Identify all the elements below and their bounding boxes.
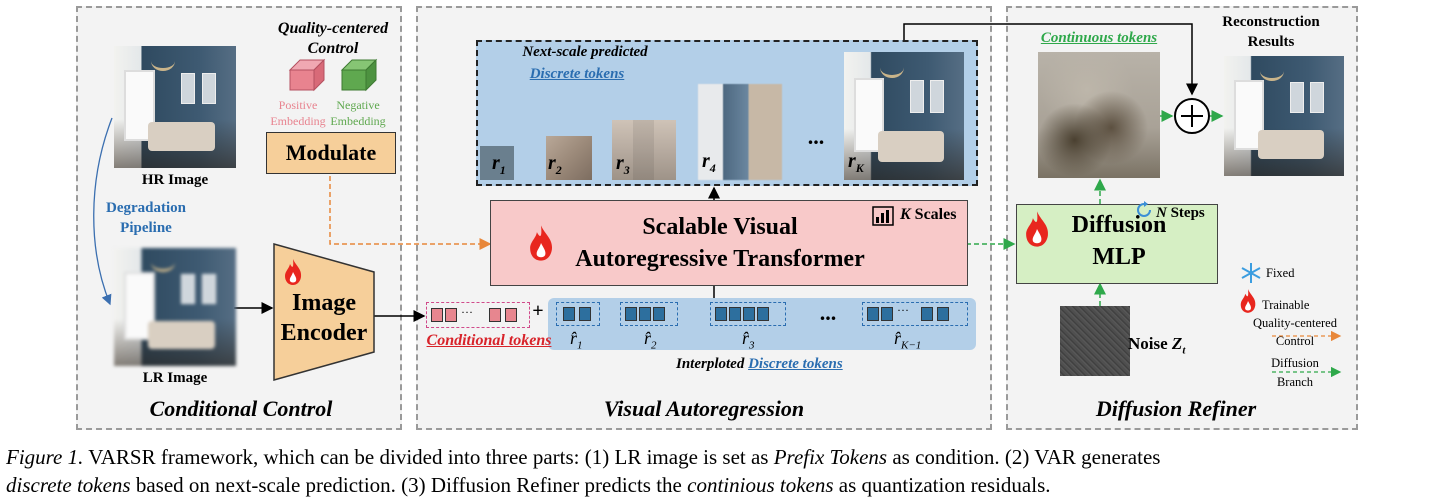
positive-embedding-icon: [288, 58, 326, 92]
trainable-flame-icon: [285, 259, 302, 285]
encoder-label-1: Image: [292, 290, 356, 316]
add-icon: [1174, 98, 1210, 134]
conditional-tokens-label: Conditional tokens: [426, 332, 552, 349]
negative-embedding-label-2: Embedding: [330, 114, 386, 128]
noise-label: Noise Zt: [1128, 334, 1186, 357]
degradation-label-1: Degradation: [106, 200, 186, 216]
interpolated-token-group-1: [556, 302, 600, 326]
k-scales-label: K Scales: [900, 206, 957, 223]
hr-image-label: HR Image: [141, 172, 209, 188]
continuous-tokens-label: Continuous tokens: [1040, 30, 1158, 46]
transformer-box: [490, 200, 968, 286]
snowflake-icon: [1241, 263, 1261, 283]
r-label-2: r2: [548, 152, 562, 177]
legend-quality-label-2: Control: [1275, 334, 1315, 348]
scale-r3-image: [612, 120, 676, 180]
legend-fixed-label: Fixed: [1266, 266, 1295, 280]
continuous-tokens-image: [1038, 52, 1160, 178]
scale-r1-image: [480, 146, 514, 180]
hr-image: [114, 46, 236, 168]
refresh-icon: [1137, 201, 1151, 217]
reconstruction-label-1: Reconstruction: [1222, 14, 1320, 30]
positive-embedding-label-2: Embedding: [270, 114, 326, 128]
positive-embedding-label-1: Positive: [278, 98, 318, 112]
plus-sign: +: [532, 300, 544, 322]
hat-label-2: r̂2: [644, 328, 657, 352]
modulate-label: Modulate: [285, 140, 377, 165]
hat-label-1: r̂1: [570, 328, 583, 352]
trainable-flame-icon: [530, 225, 553, 261]
interpolated-token-group-3: [710, 302, 786, 326]
diffusion-refiner-title: Diffusion Refiner: [1095, 396, 1257, 421]
n-steps-label: N Steps: [1156, 205, 1205, 221]
visual-autoregression-title: Visual Autoregression: [603, 396, 805, 421]
quality-control-title-1: Quality-centered: [277, 20, 389, 37]
interpolated-token-band: [548, 298, 976, 350]
r-label-k: rK: [848, 150, 864, 175]
lr-image-label: LR Image: [142, 370, 208, 386]
modulate-box: Modulate: [266, 132, 396, 174]
negative-embedding-label-1: Negative: [336, 98, 380, 112]
diffusion-mlp-box: [1016, 204, 1218, 284]
r-label-4: r4: [702, 150, 716, 175]
hat-label-k: r̂K−1: [894, 328, 922, 352]
trainable-flame-icon: [1026, 211, 1049, 247]
r-label-3: r3: [616, 152, 630, 177]
scale-rk-image: [844, 52, 964, 180]
interpolated-token-group-2: [620, 302, 678, 326]
conditional-control-title: Conditional Control: [149, 396, 333, 421]
next-scale-label: Next-scale predicted: [522, 44, 648, 60]
hat-label-3: r̂3: [742, 328, 755, 352]
legend-quality-label-1: Quality-centered: [1253, 316, 1337, 330]
negative-embedding-icon: [340, 58, 378, 92]
legend-diffusion-label-1: Diffusion: [1271, 356, 1319, 370]
transformer-label-1: Scalable Visual: [642, 214, 798, 240]
encoder-label-2: Encoder: [280, 320, 368, 346]
conditional-token-group: ···: [426, 302, 530, 328]
figure-label: Figure 1.: [6, 445, 84, 469]
reconstruction-image: [1224, 56, 1344, 176]
discrete-tokens-label: Discrete tokens: [529, 66, 625, 82]
degradation-label-2: Pipeline: [120, 220, 172, 236]
figure-caption-line-1: Figure 1. VARSR framework, which can be …: [6, 445, 1161, 469]
r-label-1: r1: [492, 152, 506, 177]
scale-r2-image: [546, 136, 592, 180]
token-group-ellipsis: ...: [819, 300, 837, 325]
legend-diffusion-label-2: Branch: [1276, 375, 1314, 389]
reconstruction-label-2: Results: [1247, 34, 1295, 50]
diffusion-label-2: MLP: [1092, 244, 1146, 270]
interpolated-label: Interploted Discrete tokens: [676, 356, 843, 372]
flame-icon: [1240, 289, 1256, 313]
legend-trainable-label: Trainable: [1262, 298, 1310, 312]
scale-r4-image: [698, 84, 782, 180]
quality-control-title-2: Control: [307, 40, 359, 57]
transformer-label-2: Autoregressive Transformer: [575, 246, 865, 272]
figure-caption-line-2: discrete tokens based on next-scale pred…: [6, 473, 1051, 497]
bar-chart-icon: [872, 206, 894, 226]
noise-image: [1060, 306, 1130, 376]
diffusion-label-1: Diffusion: [1071, 212, 1167, 238]
interpolated-token-group-k: ···: [862, 302, 968, 326]
lr-image: [114, 248, 236, 366]
scale-ellipsis: ...: [807, 124, 825, 149]
